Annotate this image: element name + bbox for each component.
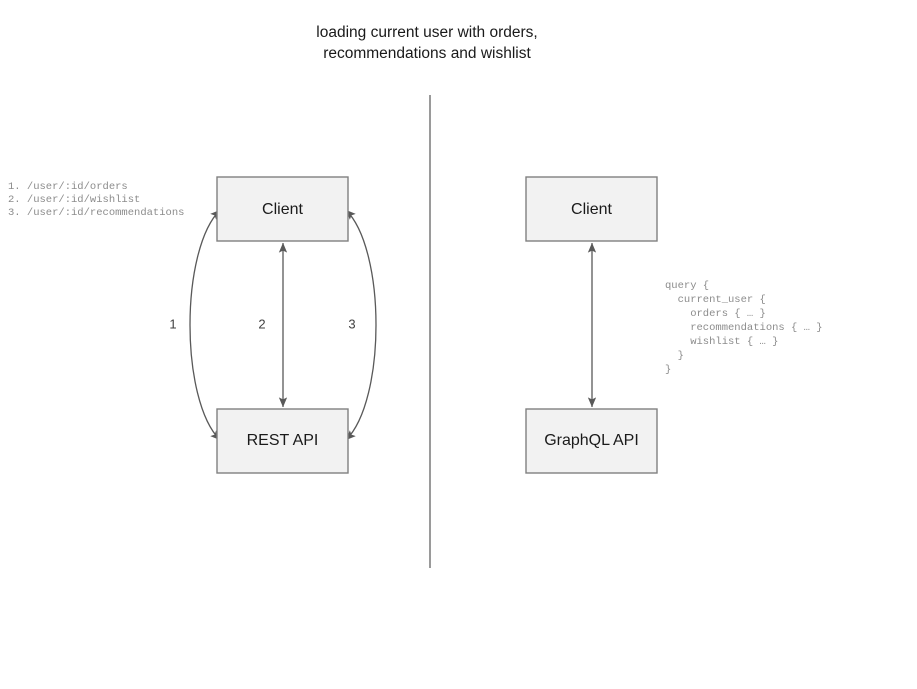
rest-client-node-label: Client: [262, 201, 303, 218]
rest-endpoint-item-3: 3. /user/:id/recommendations: [8, 207, 184, 219]
rest-edge-1-connector: [189, 209, 221, 441]
rest-client-node-box[interactable]: [216, 176, 349, 242]
rest-edge-label-2: 2: [258, 316, 265, 331]
graphql-client-node-label: Client: [571, 201, 612, 218]
graphql-panel: Client GraphQL API query { current_user …: [525, 176, 823, 474]
graphql-query-line-1: query {: [665, 280, 709, 292]
rest-edge-label-1: 1: [169, 316, 176, 331]
rest-edge-label-3: 3: [348, 316, 355, 331]
graphql-query-line-2: current_user {: [665, 294, 766, 306]
rest-api-node-box[interactable]: [216, 408, 349, 474]
graphql-query-line-4: recommendations { … }: [665, 322, 823, 334]
graphql-query-line-6: }: [665, 350, 684, 362]
diagram-title-line-1: loading current user with orders,: [316, 24, 537, 41]
rest-edge-3-connector: [345, 209, 377, 441]
graphql-query-line-5: wishlist { … }: [665, 336, 778, 348]
rest-endpoint-item-2: 2. /user/:id/wishlist: [8, 194, 140, 206]
graphql-query-line-3: orders { … }: [665, 308, 766, 320]
graphql-api-node-box[interactable]: [525, 408, 658, 474]
graphql-query-line-7: }: [665, 364, 671, 376]
rest-api-node-label: REST API: [247, 432, 319, 449]
diagram-title-line-2: recommendations and wishlist: [323, 45, 531, 62]
graphql-api-node-label: GraphQL API: [544, 432, 639, 449]
graphql-client-node-box[interactable]: [525, 176, 658, 242]
rest-endpoint-item-1: 1. /user/:id/orders: [8, 181, 128, 193]
rest-panel: 1. /user/:id/orders 2. /user/:id/wishlis…: [8, 176, 377, 474]
